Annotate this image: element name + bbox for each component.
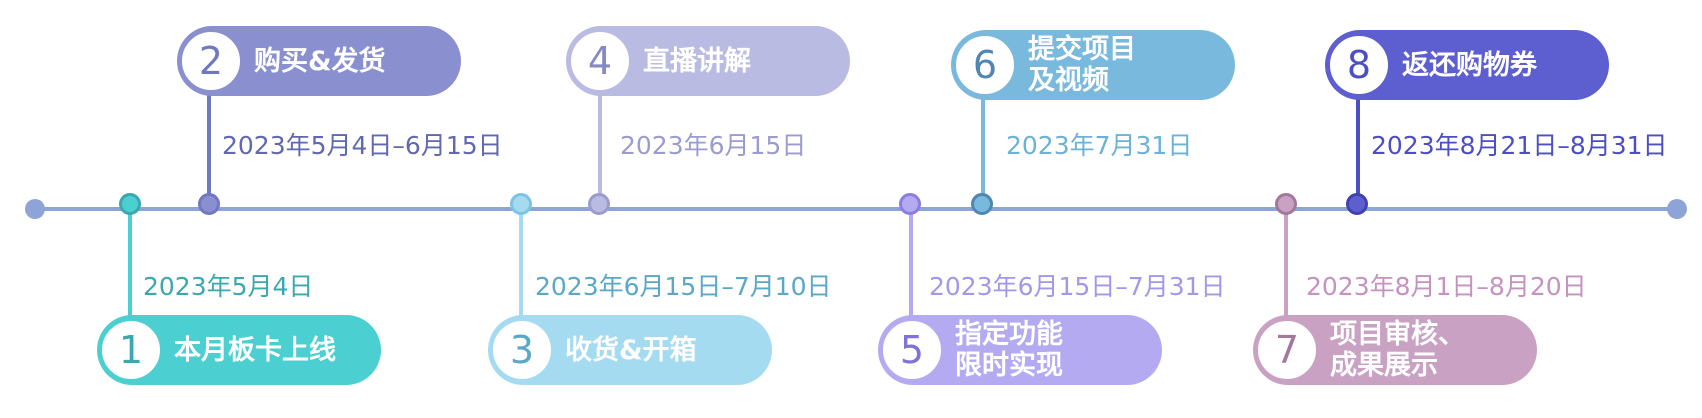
milestone-8-number: 8 — [1330, 36, 1388, 94]
milestone-5-label-line2: 限时实现 — [955, 350, 1063, 381]
milestone-5-date: 2023年6月15日–7月31日 — [929, 272, 1226, 301]
milestone-5-dot — [899, 193, 921, 215]
milestone-2-number: 2 — [182, 32, 240, 90]
milestone-3-date: 2023年6月15日–7月10日 — [535, 272, 832, 301]
milestone-7-stem — [1284, 205, 1288, 325]
milestone-6-label-line2: 及视频 — [1028, 65, 1109, 96]
milestone-1-date: 2023年5月4日 — [143, 272, 314, 301]
milestone-3-label-line1: 收货&开箱 — [565, 334, 697, 366]
milestone-5-stem — [909, 205, 913, 325]
milestone-6-stem — [981, 90, 985, 208]
milestone-1-pill: 1 本月板卡上线 — [97, 315, 381, 385]
milestone-1-stem — [128, 205, 132, 325]
milestone-4-label: 直播讲解 — [643, 46, 751, 77]
milestone-2-dot — [198, 193, 220, 215]
milestone-7-label-line2: 成果展示 — [1330, 350, 1438, 381]
milestone-4-number: 4 — [571, 32, 629, 90]
milestone-7-dot — [1275, 193, 1297, 215]
milestone-7-date: 2023年8月1日–8月20日 — [1306, 272, 1587, 301]
milestone-6-label: 提交项目 及视频 — [1028, 34, 1136, 96]
milestone-1-dot — [119, 193, 141, 215]
milestone-5-label: 指定功能 限时实现 — [955, 319, 1063, 381]
milestone-1-label: 本月板卡上线 — [174, 335, 336, 366]
milestone-8-label-line1: 返还购物券 — [1402, 49, 1537, 81]
milestone-5-label-line1: 指定功能 — [955, 319, 1063, 350]
milestone-3-number: 3 — [493, 321, 551, 379]
milestone-4-pill: 4 直播讲解 — [566, 26, 850, 96]
milestone-7-pill: 7 项目审核、 成果展示 — [1253, 315, 1537, 385]
milestone-5-number: 5 — [883, 321, 941, 379]
milestone-8-label: 返还购物券 — [1402, 50, 1537, 81]
milestone-7-number: 7 — [1258, 321, 1316, 379]
milestone-8-stem — [1356, 90, 1360, 208]
milestone-5-pill: 5 指定功能 限时实现 — [878, 315, 1162, 385]
milestone-8-dot — [1346, 193, 1368, 215]
milestone-8-date: 2023年8月21日–8月31日 — [1371, 131, 1668, 160]
milestone-6-dot — [971, 193, 993, 215]
milestone-2-stem — [207, 90, 211, 208]
milestone-3-label: 收货&开箱 — [565, 335, 697, 366]
milestone-3-dot — [510, 193, 532, 215]
milestone-2-pill: 2 购买&发货 — [177, 26, 461, 96]
milestone-8-pill: 8 返还购物券 — [1325, 30, 1609, 100]
timeline-end-dot — [1667, 199, 1687, 219]
milestone-6-number: 6 — [956, 36, 1014, 94]
milestone-4-date: 2023年6月15日 — [620, 131, 807, 160]
milestone-2-label-line1: 购买&发货 — [254, 45, 386, 77]
milestone-1-number: 1 — [102, 321, 160, 379]
milestone-4-label-line1: 直播讲解 — [643, 45, 751, 77]
milestone-7-label: 项目审核、 成果展示 — [1330, 319, 1465, 381]
milestone-2-label: 购买&发货 — [254, 46, 386, 77]
milestone-1-label-line1: 本月板卡上线 — [174, 334, 336, 366]
milestone-2-date: 2023年5月4日–6月15日 — [222, 131, 503, 160]
timeline-axis — [36, 207, 1677, 211]
milestone-3-pill: 3 收货&开箱 — [488, 315, 772, 385]
milestone-6-date: 2023年7月31日 — [1006, 131, 1193, 160]
milestone-3-stem — [519, 205, 523, 325]
milestone-6-label-line1: 提交项目 — [1028, 34, 1136, 65]
timeline-start-dot — [25, 199, 45, 219]
milestone-4-dot — [588, 193, 610, 215]
milestone-4-stem — [598, 90, 602, 208]
milestone-7-label-line1: 项目审核、 — [1330, 319, 1465, 350]
milestone-6-pill: 6 提交项目 及视频 — [951, 30, 1235, 100]
